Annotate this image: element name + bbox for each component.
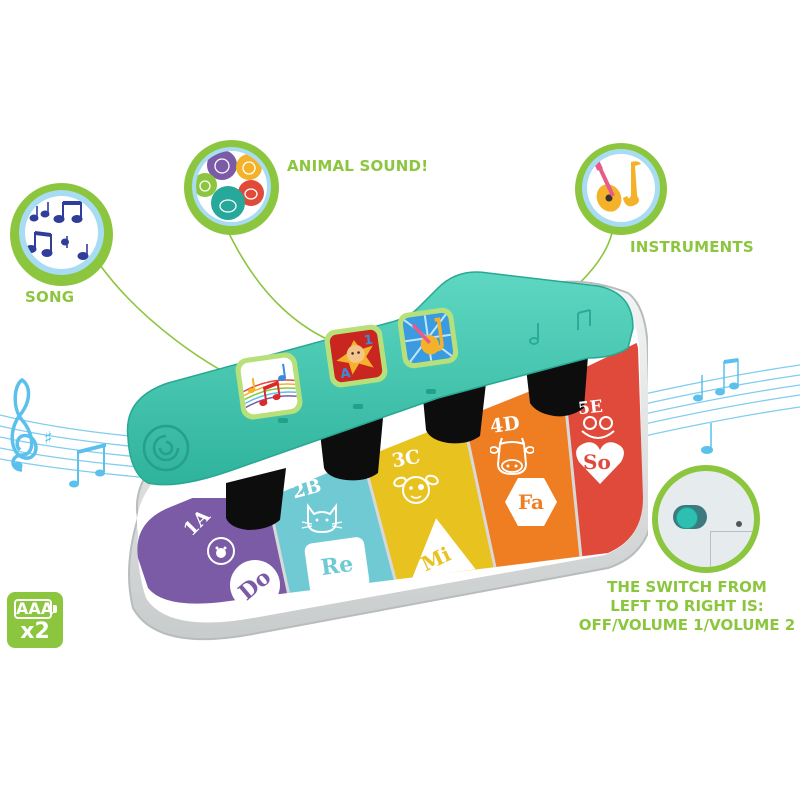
frog-icon <box>581 416 615 439</box>
music-notes-icon <box>243 363 297 409</box>
key-so-badge[interactable]: So <box>575 440 625 486</box>
key-4d-label: 4D <box>488 412 522 438</box>
battery-badge: AAA x2 <box>7 592 63 648</box>
bear-icon <box>207 537 235 565</box>
instruments-button[interactable] <box>396 306 460 370</box>
key-re-label: Re <box>319 550 355 582</box>
animal-sound-button[interactable]: A 1 <box>323 323 389 389</box>
volume-switch-knob[interactable] <box>676 507 698 529</box>
instruments-label: INSTRUMENTS <box>630 238 754 256</box>
screw-icon <box>736 521 742 527</box>
music-staff-right-decoration <box>640 358 800 454</box>
cow-icon <box>490 437 534 476</box>
key-fa-badge[interactable]: Fa <box>505 478 557 526</box>
heart-shape <box>576 442 624 484</box>
dog-icon <box>393 474 439 504</box>
battery-type: AAA <box>14 599 54 619</box>
song-callout-bubble <box>10 183 113 286</box>
screw-cover <box>710 531 754 567</box>
key-do-badge[interactable]: Do <box>230 560 280 610</box>
animal-sound-callout-bubble <box>184 140 279 235</box>
black-key-1 <box>226 468 286 530</box>
animal-faces-icon <box>196 151 264 220</box>
guitar-saxophone-icon <box>593 160 641 212</box>
instruments-callout-bubble <box>575 143 667 235</box>
key-re-badge[interactable]: Re <box>303 536 371 596</box>
speaker-swirl-icon <box>142 424 190 472</box>
battery-count: x2 <box>20 619 50 644</box>
song-button[interactable] <box>233 350 305 422</box>
volume-switch-callout-bubble <box>652 465 760 573</box>
key-fa-label: Fa <box>517 490 545 514</box>
svg-text:♯: ♯ <box>44 428 53 449</box>
toy-piano <box>126 271 648 641</box>
animal-sound-label: ANIMAL SOUND! <box>287 157 429 175</box>
lion-a1-icon: A 1 <box>336 333 374 382</box>
cat-icon <box>301 503 343 534</box>
key-so-label: So <box>583 450 611 474</box>
music-staff-left-decoration: ♯ <box>0 377 150 488</box>
song-label: SONG <box>25 288 75 306</box>
battery-icon <box>53 605 57 613</box>
guitar-saxophone-icon <box>402 312 454 364</box>
svg-text:1: 1 <box>363 333 374 349</box>
music-notes-icon <box>25 201 89 260</box>
key-do-label: Do <box>233 564 277 606</box>
volume-switch-caption: THE SWITCH FROM LEFT TO RIGHT IS: OFF/VO… <box>578 578 796 634</box>
svg-text:A: A <box>339 366 351 382</box>
